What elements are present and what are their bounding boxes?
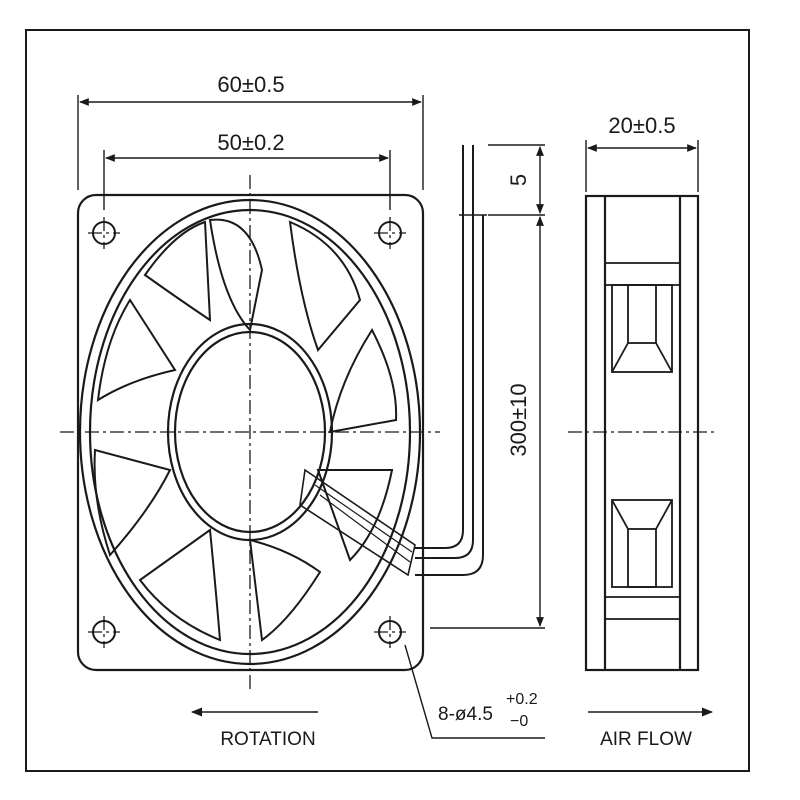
hole-leader [404,644,545,739]
hole-spec-label: 8-ø4.5 [438,704,493,725]
blade [248,538,322,642]
blade [328,328,398,434]
blade [208,218,264,333]
blade [138,528,222,642]
lead-wire [415,145,464,549]
hole-tol-minus: −0 [510,713,528,730]
lead-channel [299,468,416,577]
front-centerlines [60,175,440,690]
blade [288,220,362,352]
drawing-border [25,29,750,772]
hole-tol-plus: +0.2 [506,691,538,708]
lead-wire [415,215,484,576]
dim-hole-spacing-label: 50±0.2 [217,130,284,155]
fan-blades [93,218,398,642]
side-view [584,194,700,672]
side-blade-lower [605,499,680,620]
dim-depth-label: 20±0.5 [608,113,675,138]
dim-lead-length-label: 300±10 [506,383,531,456]
side-blade-upper [605,262,680,373]
airflow-label: AIR FLOW [600,729,692,750]
dim-strip-label: 5 [506,174,531,186]
blade [93,448,172,557]
dim-overall-width-label: 60±0.5 [217,72,284,97]
rotation-label: ROTATION [220,729,315,750]
side-housing [584,194,700,672]
blade [96,298,177,402]
blade [143,220,212,322]
dimension-lines [77,95,699,739]
blade [316,469,394,562]
lead-wires [415,145,487,576]
lead-wire [415,145,474,559]
